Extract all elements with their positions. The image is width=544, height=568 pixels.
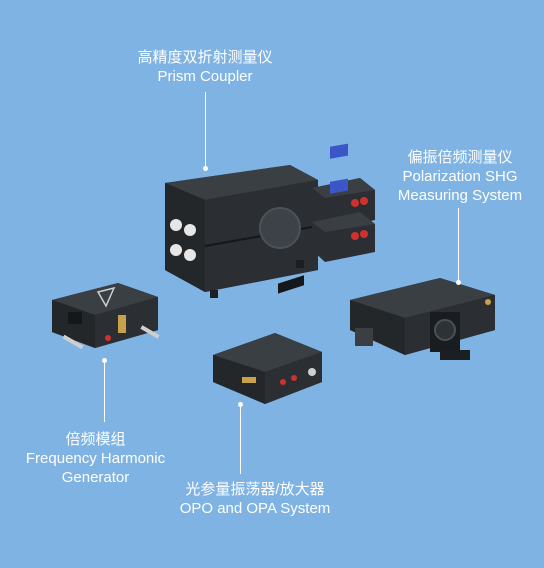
leader-dot-freq [102,358,107,363]
leader-prism [205,92,206,168]
label-freq-en2: Generator [61,469,130,486]
shg-measuring-device [350,278,495,360]
label-prism-en: Prism Coupler [157,68,253,85]
frequency-harmonic-device [52,283,160,350]
label-freq-zh: 倍频模组 [65,431,126,448]
label-shg: 偏振倍频测量仪 Polarization SHG Measuring Syste… [385,148,535,205]
label-opo-en: OPO and OPA System [179,500,331,517]
label-shg-zh: 偏振倍频测量仪 [407,149,513,166]
label-frequency-harmonic: 倍频模组 Frequency Harmonic Generator [8,430,183,487]
leader-dot-shg [456,280,461,285]
label-prism-coupler: 高精度双折射测量仪 Prism Coupler [130,48,280,86]
leader-shg [458,208,459,282]
label-prism-zh: 高精度双折射测量仪 [137,49,273,66]
prism-coupler-device [165,143,375,298]
label-opo-opa: 光参量振荡器/放大器 OPO and OPA System [165,480,345,518]
label-shg-en1: Polarization SHG [402,168,518,185]
label-opo-zh: 光参量振荡器/放大器 [185,481,325,498]
leader-opo [240,404,241,474]
label-shg-en2: Measuring System [397,187,523,204]
opo-opa-device [213,275,322,404]
leader-freq [104,360,105,422]
label-freq-en1: Frequency Harmonic [25,450,166,467]
leader-dot-opo [238,402,243,407]
leader-dot-prism [203,166,208,171]
